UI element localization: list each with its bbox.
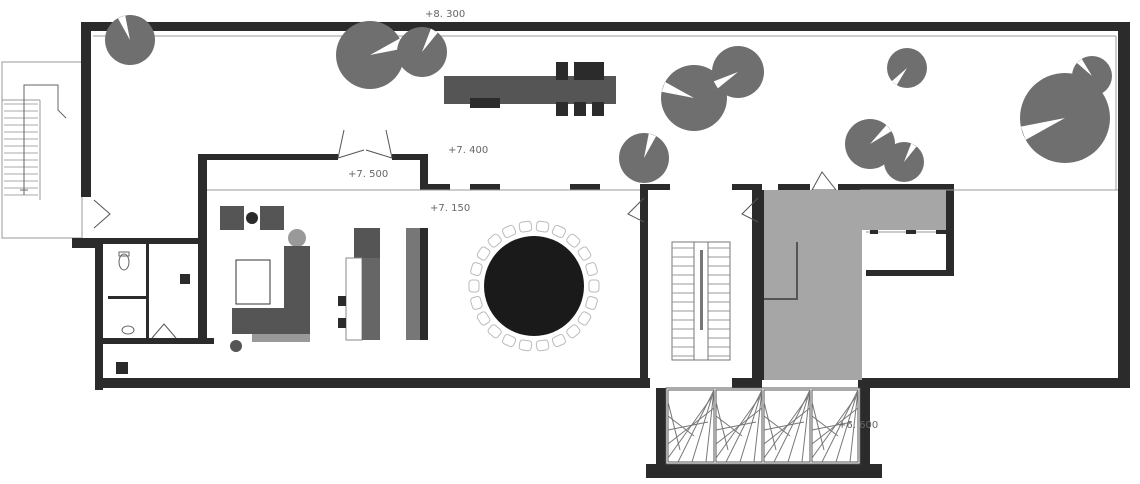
level-label-lower-deck: +6. 600 (838, 420, 878, 431)
external-stair (1, 61, 83, 239)
kitchen (338, 228, 428, 341)
chair-icon (535, 339, 550, 352)
service-core (760, 190, 946, 380)
chair-icon (487, 233, 502, 248)
level-label-upper-step: +7. 400 (448, 145, 488, 156)
glass-panel (667, 389, 715, 463)
tree-icon (1020, 73, 1110, 163)
chair-icon (502, 334, 517, 348)
round-dining-table (468, 220, 600, 352)
tree-icon (1072, 56, 1112, 96)
tree-icon (105, 15, 155, 65)
tree-icon (884, 142, 924, 182)
glass-panel (811, 389, 859, 463)
terrace-trees (105, 15, 1112, 183)
chair-icon (566, 324, 581, 339)
tree-icon (887, 48, 927, 88)
glass-panel (763, 389, 811, 463)
chair-icon (470, 262, 483, 277)
tree-icon (712, 46, 764, 98)
chair-icon (588, 279, 600, 293)
tree-icon (661, 65, 727, 131)
doors (93, 129, 838, 339)
chair-icon (518, 220, 533, 233)
chair-icon (502, 224, 517, 238)
chair-icon (476, 311, 491, 326)
chair-icon (487, 324, 502, 339)
chair-icon (577, 311, 592, 326)
tree-icon (619, 133, 669, 183)
chair-icon (468, 279, 480, 293)
chair-icon (535, 220, 550, 233)
level-label-main-floor: +7. 150 (430, 203, 470, 214)
glass-panel (715, 389, 763, 463)
living-area (220, 206, 310, 352)
chair-icon (585, 262, 598, 277)
walls (72, 22, 1130, 478)
tree-icon (845, 119, 895, 169)
chair-icon (551, 224, 566, 238)
level-label-roof-terrace: +8. 300 (425, 9, 465, 20)
chair-icon (551, 334, 566, 348)
tree-icon (397, 27, 447, 77)
chair-icon (470, 295, 483, 310)
central-stair (671, 241, 731, 361)
chair-icon (585, 295, 598, 310)
chair-icon (566, 233, 581, 248)
tree-icon (336, 21, 404, 89)
terrace-dining-table (444, 62, 616, 116)
chair-icon (577, 246, 592, 261)
service-rooms (116, 251, 190, 374)
level-label-mid-step: +7. 500 (348, 169, 388, 180)
chair-icon (518, 339, 533, 352)
glazing-lines (93, 35, 1118, 233)
chair-icon (476, 246, 491, 261)
lower-balcony (665, 387, 861, 465)
